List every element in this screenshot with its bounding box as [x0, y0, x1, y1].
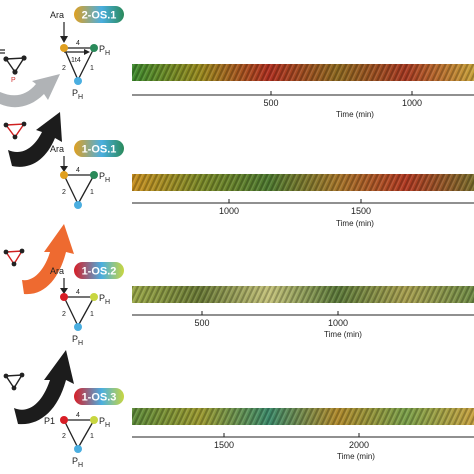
input-label: Ara: [50, 266, 64, 276]
node-right: [90, 171, 98, 179]
edge-label-top: 4: [76, 289, 80, 296]
circuit-label-badge: 1-OS.1: [74, 140, 124, 157]
panel-1-os-2: 1-OS.2 Ara 4 2 1 PH PH 500 1000 Time (mi…: [3, 224, 474, 347]
tick-label: 500: [263, 98, 278, 108]
circuit-label: 1-OS.3: [82, 392, 117, 404]
node-right: [90, 293, 98, 301]
left-circuit-partial-3: [3, 372, 25, 391]
node-bottom-label: PH: [72, 88, 83, 101]
input-label: P1: [44, 416, 55, 426]
transition-arrow-0: [0, 74, 60, 108]
node-bottom: [74, 445, 82, 453]
circuit-label-badge: 1-OS.2: [74, 262, 124, 279]
node-bottom: [74, 201, 82, 209]
node-right: [90, 44, 98, 52]
node-right: [90, 416, 98, 424]
edge-label-right: 1: [90, 433, 94, 440]
edge-label-right: 1: [90, 189, 94, 196]
node-left: [60, 44, 68, 52]
node-bottom-label: PH: [72, 456, 83, 469]
node-left: [60, 293, 68, 301]
input-label: Ara: [50, 10, 64, 20]
node-left: [60, 171, 68, 179]
axis-title: Time (min): [324, 330, 362, 339]
svg-text:P: P: [11, 77, 16, 84]
edge-label-top: 4: [76, 40, 80, 47]
panel-1-os-1: 1-OS.1 Ara 4 2 1 PH 1000 1500 Time (min): [3, 112, 474, 228]
edge-label-top: 4: [76, 412, 80, 419]
node-bottom: [74, 77, 82, 85]
transition-arrow-3: [14, 350, 74, 425]
edge-label-right: 1: [90, 65, 94, 72]
tick-label: 1500: [351, 206, 371, 216]
transition-arrow-1: [8, 112, 62, 167]
node-bottom: [74, 323, 82, 331]
axis-title: Time (min): [336, 110, 374, 119]
node-bottom-label: PH: [72, 334, 83, 347]
axis-title: Time (min): [336, 219, 374, 228]
node-right-label: PH: [99, 293, 110, 306]
circuit-label-badge: 1-OS.3: [74, 388, 124, 405]
tick-label: 2000: [349, 440, 369, 450]
input-label: Ara: [50, 144, 64, 154]
circuit-label: 1-OS.1: [82, 144, 117, 156]
edge-label-right: 1: [90, 311, 94, 318]
edge-label-left: 2: [62, 189, 66, 196]
panel-1-os-3: 1-OS.3 P1 4 2 1 PH PH 1500 2000 Time (mi…: [3, 350, 474, 469]
tick-label: 1000: [402, 98, 422, 108]
edge-label-top: 4: [76, 167, 80, 174]
node-right-label: PH: [99, 171, 110, 184]
edge-label-left: 2: [62, 433, 66, 440]
node-left: [60, 416, 68, 424]
circuit-label-badge: 2-OS.1: [74, 6, 124, 23]
node-right-label: PH: [99, 416, 110, 429]
circuit-label: 1-OS.2: [82, 266, 117, 278]
tick-label: 500: [194, 318, 209, 328]
tick-label: 1000: [219, 206, 239, 216]
circuit-label: 2-OS.1: [82, 10, 117, 22]
left-circuit-partial-0: P: [0, 49, 27, 84]
left-circuit-partial-1: [3, 121, 27, 140]
transition-arrow-2: [22, 224, 74, 295]
left-circuit-partial-2: [3, 248, 25, 267]
tick-label: 1000: [328, 318, 348, 328]
edge-label-left: 2: [62, 65, 66, 72]
node-right-label: PH: [99, 44, 110, 57]
axis-title: Time (min): [337, 452, 375, 461]
edge-label-left: 2: [62, 311, 66, 318]
panel-2-os-1: P 2-OS.1 Ara 4 1t4 2 1 PH PH: [0, 6, 474, 119]
edge-label-mid: 1t4: [71, 57, 81, 64]
tick-label: 1500: [214, 440, 234, 450]
